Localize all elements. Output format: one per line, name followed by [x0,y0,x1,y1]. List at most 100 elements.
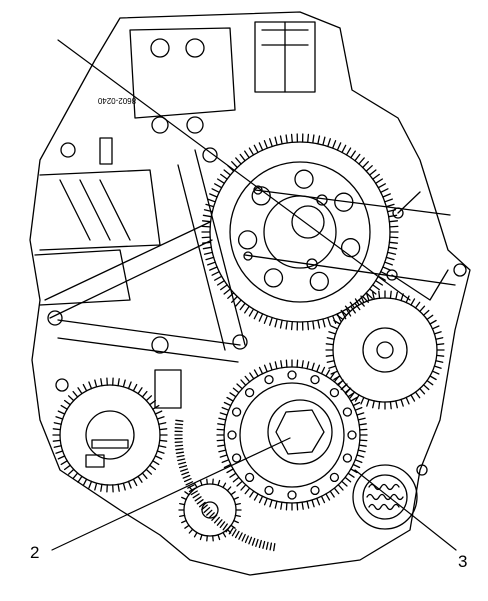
gear-tooth [229,392,237,398]
gear-tooth [290,321,293,331]
gear-tooth [176,454,185,458]
gear-tooth [53,422,62,425]
gear-tooth [244,535,249,544]
gear-tooth [145,468,153,475]
gear-tooth [206,478,208,485]
gear-tooth [433,365,442,369]
gear-tooth [181,496,187,501]
gear-tooth [214,183,223,189]
housing-boss [453,263,467,277]
gear-hole [347,430,357,440]
gear-tooth [385,203,395,208]
housing-boss [185,38,205,58]
gear-tooth [316,364,321,373]
gear-tooth [88,381,93,390]
gear-tooth [211,271,220,276]
gear-tooth [222,523,228,531]
gear-tooth [216,519,223,526]
gear-tooth [388,241,399,244]
gear-tooth [389,236,399,239]
gear-tooth [182,474,191,479]
gear-tooth [269,542,273,551]
gear-tooth [296,359,299,368]
gear-tooth [422,384,430,391]
gear-tooth [63,464,71,471]
gear-tooth [199,479,203,486]
crankshaft-gear-hub [267,399,333,465]
gear-tooth [280,501,283,510]
gear-tooth [347,472,355,478]
gear-tooth [94,482,98,491]
gear-tooth [269,362,273,371]
gear-tooth [222,531,227,538]
gear-tooth [203,209,213,213]
gear-tooth [279,319,283,329]
gear-tooth [328,331,337,335]
gear-tooth [192,493,200,499]
gear-tooth [159,439,168,442]
gear-tooth [285,359,288,368]
gear-tooth [347,392,355,398]
gear-tooth [352,463,361,469]
gear-tooth [419,387,426,395]
gear-tooth [327,138,331,148]
gear-tooth [326,360,335,363]
gear-tooth [384,261,393,266]
gear-tooth [332,140,337,149]
bolt-head [306,258,318,270]
gear-tooth [158,422,167,425]
gear-tooth [149,464,157,471]
gear-tooth [152,460,160,466]
gear-tooth [177,458,186,462]
gear-tooth [201,236,211,239]
gear-tooth [433,331,442,335]
gear-tooth [336,314,344,321]
gear-tooth [262,540,266,549]
camshaft-gear-holes [237,169,361,292]
gear-tooth [327,316,331,326]
gear-tooth [156,450,165,454]
gear-tooth [248,308,255,317]
gear-tooth [233,496,239,501]
gear-tooth [193,482,198,489]
gear-tooth [329,490,335,498]
gear-hole [244,472,255,483]
gear-tooth [248,147,255,156]
gear-tooth [235,299,242,307]
bottom-small-gear-teeth [178,478,242,542]
gear-tooth [219,454,228,458]
gear-tooth [231,529,237,537]
shaft-rod [244,254,456,286]
gear-tooth [350,468,358,474]
gear-tooth [209,193,218,198]
gear-tooth [253,310,259,320]
crankshaft-gear [216,359,368,511]
gear-tooth [414,391,421,399]
callout-label-3: 3 [458,552,467,571]
gear-tooth [194,496,202,502]
gear-tooth [322,136,326,146]
gear-tooth [366,293,370,302]
gear-tooth [234,514,241,518]
gear-tooth [357,449,366,453]
gear-tooth [236,480,243,487]
gear-tooth [234,530,240,539]
gear-tooth [378,401,381,410]
left-panel-hatch [59,179,131,241]
gear-tooth [183,478,192,483]
gear-tooth [181,519,187,524]
gear-tooth [388,220,399,223]
gear-tooth [154,455,163,460]
gear-tooth [244,305,250,314]
gear-tooth [213,516,220,524]
gear-tooth [350,150,356,159]
gear-tooth [196,499,204,505]
gear-tooth [63,399,71,406]
gear-tooth [340,309,348,316]
gear-tooth [77,475,83,483]
gear-tooth [280,360,283,369]
gear-tooth [356,412,365,416]
gear-hole [264,374,274,385]
gear-tooth [384,198,393,203]
gear-tooth [137,475,143,483]
